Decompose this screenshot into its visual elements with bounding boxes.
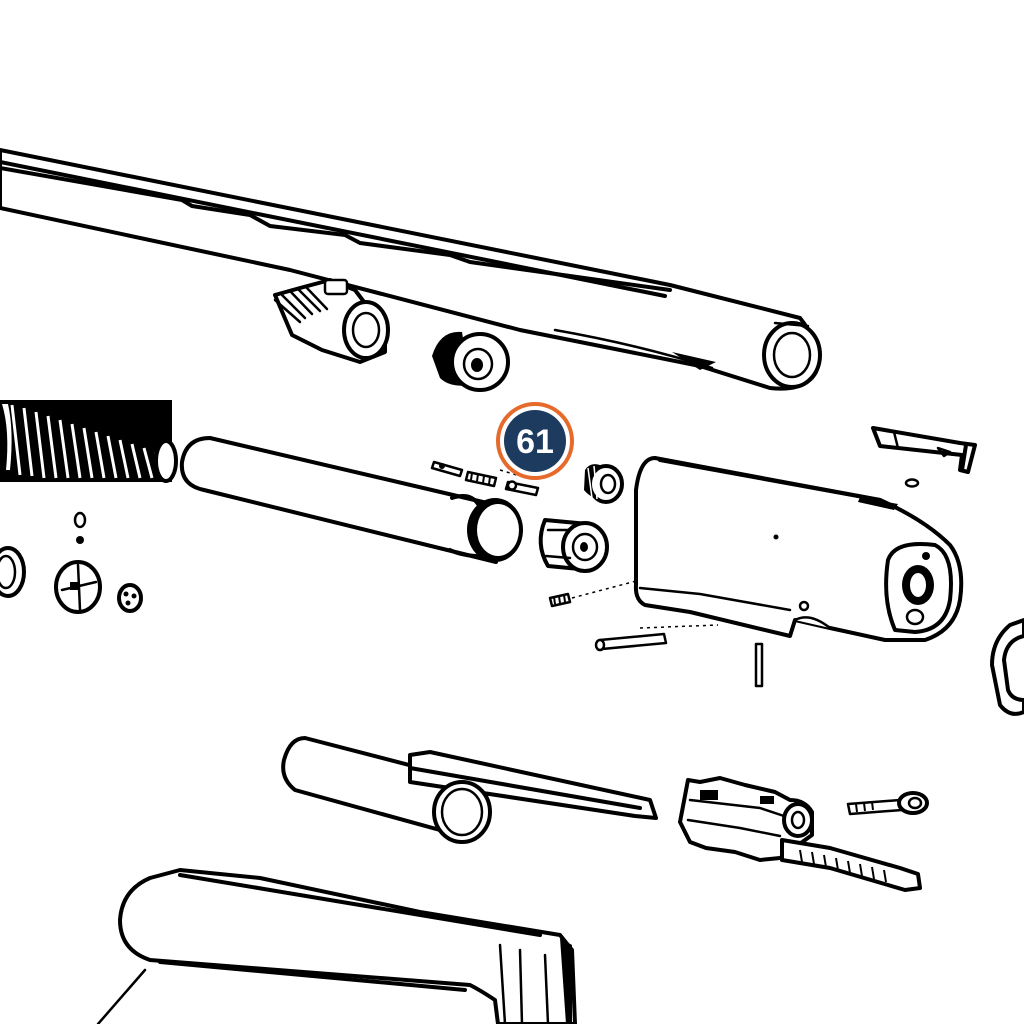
magazine-cap[interactable] <box>432 331 510 392</box>
small-screw[interactable] <box>548 592 572 608</box>
stock[interactable] <box>118 868 577 1024</box>
trigger-guard[interactable] <box>990 618 1024 716</box>
bolt-assembly[interactable] <box>678 776 922 892</box>
action-slide[interactable] <box>281 736 658 844</box>
detent-nut[interactable] <box>117 583 143 613</box>
safety-slide[interactable] <box>871 426 977 474</box>
disc-follower[interactable] <box>54 560 102 614</box>
callout-badge <box>504 410 566 472</box>
roll-pin[interactable] <box>754 642 764 688</box>
firing-pin[interactable] <box>846 791 929 816</box>
trigger-pin[interactable] <box>594 632 668 652</box>
barrel[interactable] <box>0 148 822 391</box>
piston-cup[interactable] <box>538 518 609 573</box>
callout-61[interactable]: 61 <box>496 402 574 480</box>
small-detent[interactable] <box>904 478 920 488</box>
callout-label: 61 <box>516 423 554 461</box>
magazine-tube[interactable] <box>179 436 523 564</box>
retaining-pin[interactable] <box>504 480 540 497</box>
o-ring[interactable] <box>0 546 26 598</box>
barrel-ring[interactable] <box>273 278 390 364</box>
knurled-nut[interactable] <box>584 464 624 504</box>
receiver[interactable] <box>633 456 964 642</box>
small-pin-a[interactable] <box>430 460 464 478</box>
detent-spring[interactable] <box>464 470 498 488</box>
small-washer[interactable] <box>73 511 87 544</box>
magazine-spring[interactable] <box>0 400 178 483</box>
